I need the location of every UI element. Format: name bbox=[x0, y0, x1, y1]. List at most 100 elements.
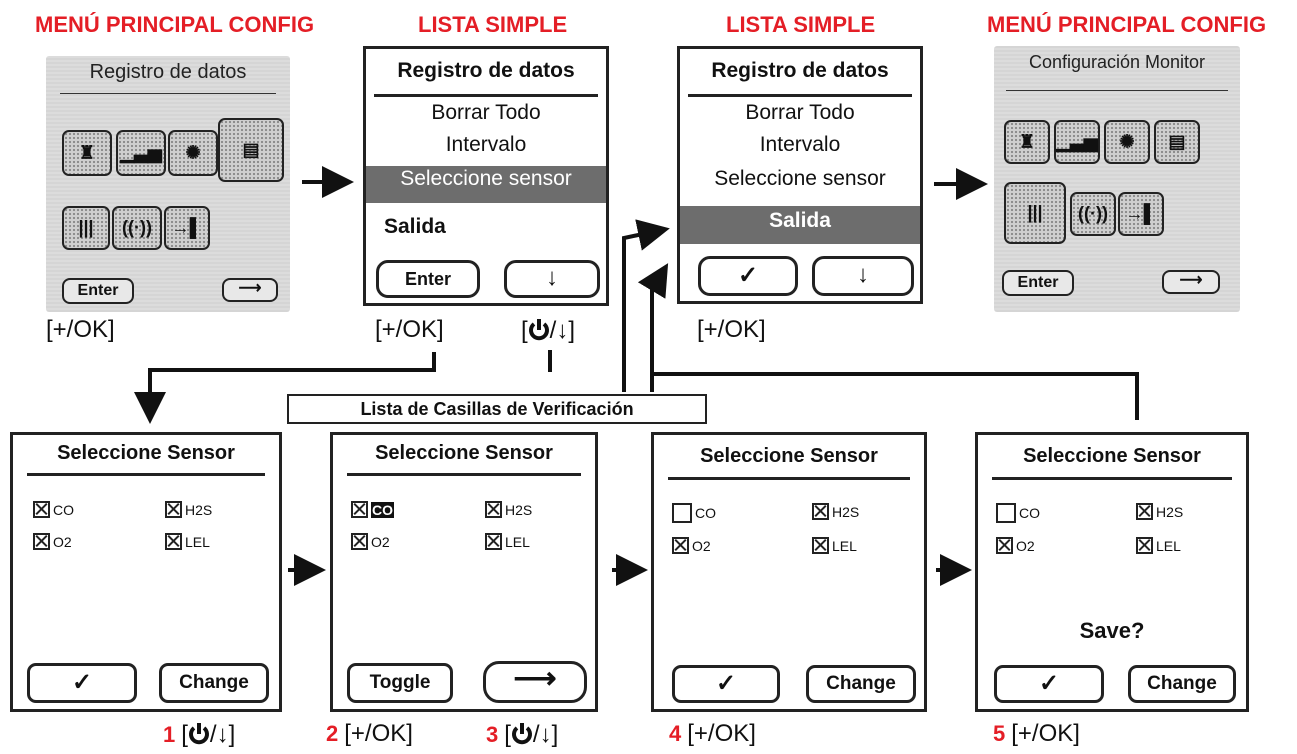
checked-box bbox=[1136, 537, 1153, 554]
checkbox-lel[interactable]: LEL bbox=[485, 533, 530, 550]
list-item-exit[interactable]: Salida bbox=[680, 206, 920, 244]
sensor-divider bbox=[347, 473, 581, 476]
list-item-select-sensor[interactable]: Seleccione sensor bbox=[714, 167, 886, 190]
checkbox-h2s[interactable]: H2S bbox=[165, 501, 212, 518]
sensor-title: Seleccione Sensor bbox=[1023, 445, 1201, 467]
step-key-text: [+/OK] bbox=[1011, 720, 1080, 747]
step-number: 3 bbox=[486, 722, 499, 747]
save-prompt: Save? bbox=[1079, 618, 1145, 643]
lcd-panel-config-monitor: Configuración Monitor ♜ ▁▃▅ ✺ ▤ ||| ((·)… bbox=[994, 46, 1240, 312]
list-item-exit[interactable]: Salida bbox=[384, 215, 446, 238]
sensor-title: Seleccione Sensor bbox=[57, 442, 235, 464]
change-button[interactable]: Change bbox=[159, 663, 269, 703]
next-arrow-button[interactable]: ⟶ bbox=[222, 278, 278, 302]
key-label-power-down: [/↓] bbox=[521, 318, 575, 343]
list-title: Registro de datos bbox=[711, 59, 889, 82]
checkbox-co[interactable]: CO bbox=[33, 501, 74, 518]
sensor-h2s-label: H2S bbox=[832, 503, 860, 520]
sensor-lel-label: LEL bbox=[185, 533, 210, 550]
change-button[interactable]: Change bbox=[1128, 665, 1236, 703]
list-item-interval[interactable]: Intervalo bbox=[445, 133, 527, 156]
sensor-title: Seleccione Sensor bbox=[375, 442, 553, 464]
down-arrow-button[interactable]: ↓ bbox=[812, 256, 914, 296]
checkbox-h2s[interactable]: H2S bbox=[812, 503, 859, 520]
step-label-3: 3[/↓] bbox=[486, 721, 559, 748]
checkbox-o2[interactable]: O2 bbox=[996, 537, 1035, 554]
checked-box bbox=[33, 533, 50, 550]
checkbox-lel[interactable]: LEL bbox=[812, 537, 857, 554]
sensor-divider bbox=[992, 477, 1232, 480]
arrow-up-to-salida-2 bbox=[637, 263, 669, 392]
down-arrow-button[interactable]: ↓ bbox=[504, 260, 600, 298]
list-item-clear-all[interactable]: Borrar Todo bbox=[745, 101, 855, 124]
power-icon bbox=[188, 723, 209, 745]
checked-box bbox=[351, 533, 368, 550]
step-key-text: /↓] bbox=[209, 721, 236, 748]
check-button[interactable]: ✓ bbox=[672, 665, 780, 703]
key-label-ok-1: [+/OK] bbox=[46, 316, 115, 343]
line-sensor4-return bbox=[652, 372, 1139, 420]
checkbox-co[interactable]: CO bbox=[672, 503, 716, 523]
checked-box bbox=[812, 503, 829, 520]
unchecked-box bbox=[672, 503, 692, 523]
step-key-text: /↓] bbox=[532, 721, 559, 748]
checkbox-o2[interactable]: O2 bbox=[672, 537, 711, 554]
checkbox-lel[interactable]: LEL bbox=[1136, 537, 1181, 554]
settings-sliders-icon[interactable]: ||| bbox=[1004, 182, 1066, 244]
bar-chart-icon: ▁▃▅ bbox=[116, 130, 166, 176]
toggle-button[interactable]: Toggle bbox=[347, 663, 453, 703]
heading-simple-list-1: LISTA SIMPLE bbox=[418, 12, 568, 37]
bar-chart-icon: ▁▃▅ bbox=[1054, 120, 1100, 164]
change-button[interactable]: Change bbox=[806, 665, 916, 703]
next-arrow-button[interactable]: ⟶ bbox=[1162, 270, 1220, 294]
checked-box bbox=[672, 537, 689, 554]
list-item-select-sensor[interactable]: Seleccione sensor bbox=[366, 166, 606, 203]
datalog-icon: ▤ bbox=[1154, 120, 1200, 164]
enter-button[interactable]: Enter bbox=[376, 260, 480, 298]
checkbox-co[interactable]: CO bbox=[996, 503, 1040, 523]
list-item-interval[interactable]: Intervalo bbox=[759, 133, 841, 156]
checkbox-o2[interactable]: O2 bbox=[33, 533, 72, 550]
checklist-label: Lista de Casillas de Verificación bbox=[287, 394, 707, 424]
arrow-ok-to-sensor1 bbox=[134, 352, 436, 424]
sensor-co-label: CO bbox=[695, 505, 716, 521]
enter-button[interactable]: Enter bbox=[62, 278, 134, 304]
bracket-open: [ bbox=[521, 317, 528, 344]
check-button[interactable]: ✓ bbox=[994, 665, 1104, 703]
checked-box bbox=[165, 501, 182, 518]
sensor-h2s-label: H2S bbox=[1156, 503, 1184, 520]
checkbox-co[interactable]: CO bbox=[351, 501, 394, 518]
checkbox-h2s[interactable]: H2S bbox=[485, 501, 532, 518]
monitor-person-icon: ♜ bbox=[1004, 120, 1050, 164]
heading-simple-list-2: LISTA SIMPLE bbox=[726, 12, 876, 37]
list-screen-1: Registro de datos Borrar Todo Intervalo … bbox=[363, 46, 609, 306]
check-button[interactable]: ✓ bbox=[698, 256, 798, 296]
list-item-clear-all[interactable]: Borrar Todo bbox=[431, 101, 541, 124]
arrow-up-to-salida-1 bbox=[622, 219, 670, 392]
step-label-4: 4[+/OK] bbox=[669, 722, 756, 746]
checkbox-lel[interactable]: LEL bbox=[165, 533, 210, 550]
sensor-divider bbox=[27, 473, 265, 476]
sensor-title: Seleccione Sensor bbox=[700, 445, 878, 467]
datalog-icon[interactable]: ▤ bbox=[218, 118, 284, 182]
checkbox-o2[interactable]: O2 bbox=[351, 533, 390, 550]
lcd-divider bbox=[1006, 90, 1228, 91]
unchecked-box bbox=[996, 503, 1016, 523]
list-title: Registro de datos bbox=[397, 59, 575, 82]
sensor-screen-2: Seleccione Sensor CO H2S O2 LEL Toggle ⟶ bbox=[330, 432, 598, 712]
enter-button[interactable]: Enter bbox=[1002, 270, 1074, 296]
power-icon bbox=[528, 319, 549, 341]
step-number: 2 bbox=[326, 721, 339, 746]
checkbox-h2s[interactable]: H2S bbox=[1136, 503, 1183, 520]
heading-main-menu-1: MENÚ PRINCIPAL CONFIG bbox=[35, 12, 315, 37]
next-arrow-button[interactable]: ⟶ bbox=[483, 661, 587, 703]
sensor-co-label-highlighted: CO bbox=[371, 501, 394, 518]
check-button[interactable]: ✓ bbox=[27, 663, 137, 703]
power-icon bbox=[511, 723, 532, 745]
wireless-icon: ((·)) bbox=[112, 206, 162, 250]
step-label-5: 5[+/OK] bbox=[993, 722, 1080, 746]
lcd-divider bbox=[60, 93, 276, 94]
sensor-h2s-label: H2S bbox=[505, 501, 533, 518]
key-label-ok-3: [+/OK] bbox=[697, 316, 766, 343]
